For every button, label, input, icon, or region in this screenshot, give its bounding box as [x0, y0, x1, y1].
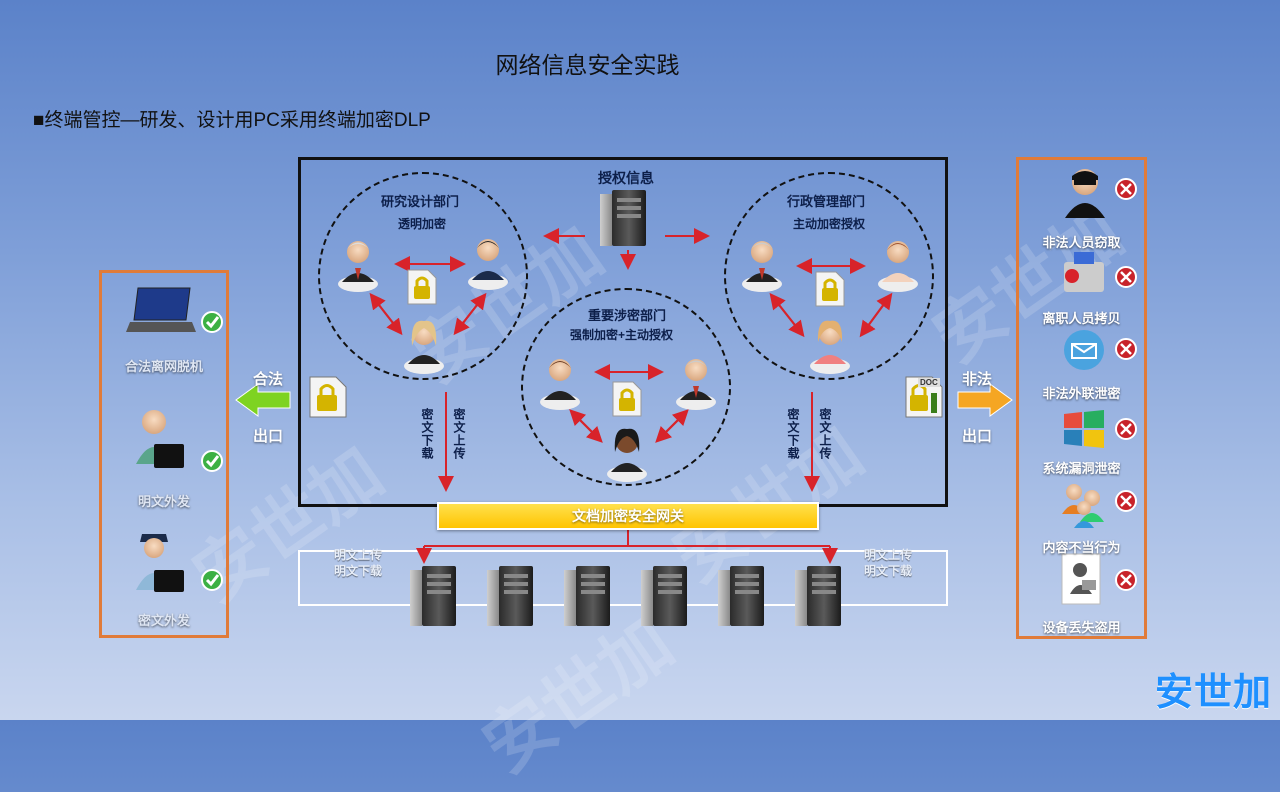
right-item-4: 内容不当行为	[1042, 540, 1121, 555]
security-gateway: 文档加密安全网关	[437, 502, 819, 530]
plain-upload-right: 明文上传	[864, 548, 913, 562]
right-item-3: 系统漏洞泄密	[1042, 461, 1121, 476]
illegal-exit-panel	[1016, 157, 1147, 639]
auth-server-icon	[600, 190, 646, 246]
auth-arrows	[369, 228, 893, 564]
left-item-cipher-send: 密文外发	[137, 613, 190, 628]
dept-rd-circle	[318, 172, 528, 380]
diagram-graphics	[126, 169, 1137, 626]
illegal-arrow	[957, 383, 1013, 417]
legal-exit-label: 出口	[253, 428, 284, 445]
auth-info-label: 授权信息	[598, 170, 654, 186]
server-zone-frame	[298, 550, 948, 606]
dept-key-mode: 强制加密+主动授权	[570, 328, 674, 342]
check-icons	[201, 311, 223, 591]
left-item-plain-send: 明文外发	[137, 494, 190, 509]
server-row	[410, 566, 841, 626]
dept-rd-name: 研究设计部门	[381, 194, 460, 209]
plain-download-left: 明文下载	[334, 564, 383, 578]
left-item-offline: 合法离网脱机	[124, 359, 203, 374]
windows-icon	[1064, 410, 1104, 448]
left-cipher-download: 密文下载	[420, 408, 434, 460]
check-marks	[205, 316, 220, 587]
left-cipher-upload: 密文上传	[452, 408, 466, 460]
dept-key-name: 重要涉密部门	[588, 308, 667, 323]
legal-arrow	[235, 383, 291, 417]
page-subtitle: ■终端管控—研发、设计用PC采用终端加密DLP	[33, 110, 431, 131]
dept-admin-mode: 主动加密授权	[793, 217, 866, 231]
illegal-exit-label: 出口	[962, 428, 993, 445]
thief-icon	[1065, 169, 1105, 218]
legal-exit-panel	[99, 270, 229, 638]
plain-download-right: 明文下载	[864, 564, 913, 578]
cross-marks	[1120, 183, 1132, 586]
right-item-0: 非法人员窃取	[1042, 235, 1121, 250]
usb-copy-icon	[1064, 252, 1104, 292]
dept-admin-circle	[724, 172, 934, 380]
brand-logo: 安世加	[1154, 672, 1272, 714]
illegal-label: 非法	[962, 371, 993, 388]
plain-upload-left: 明文上传	[334, 548, 383, 562]
right-item-2: 非法外联泄密	[1042, 386, 1121, 401]
dept-admin-name: 行政管理部门	[787, 194, 866, 209]
legal-label: 合法	[253, 371, 284, 388]
right-item-5: 设备丢失盗用	[1042, 620, 1121, 635]
businessman-icon	[136, 410, 184, 468]
right-cipher-download: 密文下载	[786, 408, 800, 460]
stolen-device-icon	[1061, 553, 1101, 605]
doc-tag: DOC	[918, 378, 940, 387]
page-title: 网络信息安全实践	[495, 52, 680, 78]
right-item-1: 离职人员拷贝	[1042, 311, 1121, 326]
right-cipher-upload: 密文上传	[818, 408, 832, 460]
laptop-icon	[126, 287, 196, 332]
dept-rd-mode: 透明加密	[398, 217, 447, 231]
lock-doc-icons	[309, 269, 943, 418]
person-icons	[338, 239, 918, 482]
dept-key-circle	[521, 288, 731, 486]
officer-icon	[136, 534, 184, 592]
mail-globe-icon	[1064, 330, 1104, 370]
users-icon	[1062, 484, 1104, 528]
